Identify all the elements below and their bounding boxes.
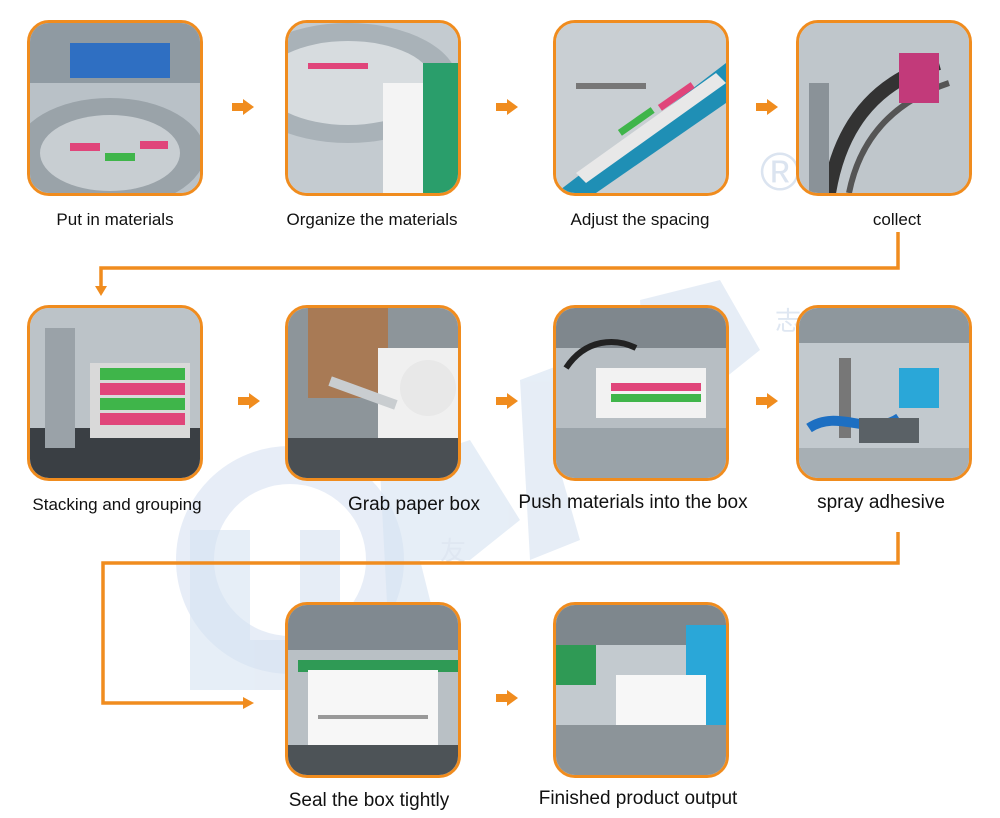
step-label: Put in materials [56,210,174,229]
flow-arrow-icon [756,99,778,115]
step-photo [553,20,729,196]
step-adjust-the-spacing: Adjust the spacing [553,20,729,229]
step-photo [27,305,203,481]
sorting-bowl-photo [288,23,458,193]
step-photo [553,602,729,778]
step-photo [796,305,972,481]
step-label: Finished product output [538,788,738,809]
box-pusher-photo [556,308,726,478]
box-sealer-photo [288,605,458,775]
step-push-materials-into-the-box: Push materials into the box [518,305,748,513]
box-grabber-photo [288,308,458,478]
step-stacking-and-grouping: Stacking and grouping [27,305,203,514]
step-photo [553,305,729,481]
stacking-photo [30,308,200,478]
watermark-char-1: 友 [440,537,466,567]
step-label: collect [872,210,922,229]
step-collect: collect [796,20,972,229]
step-label: Seal the box tightly [288,790,450,811]
flow-arrow-icon [238,393,260,409]
step-organize-the-materials: Organize the materials [285,20,461,229]
step-label: Organize the materials [286,210,458,229]
flow-arrow-icon [496,393,518,409]
step-put-in-materials: Put in materials [27,20,203,229]
step-grab-paper-box: Grab paper box [285,305,480,515]
flow-arrow-icon [496,690,518,706]
step-photo [796,20,972,196]
spacing-conveyor-photo [556,23,726,193]
step-finished-product-output: Finished product output [539,602,737,809]
step-spray-adhesive: spray adhesive [796,305,972,513]
flow-arrow-icon [496,99,518,115]
flow-arrow-icon [756,393,778,409]
adhesive-sprayer-photo [799,308,969,478]
flow-arrow-icon [232,99,254,115]
step-photo [285,20,461,196]
step-photo [285,305,461,481]
step-seal-the-box-tightly: Seal the box tightly [285,602,461,811]
step-label: Adjust the spacing [570,210,710,229]
step-label: spray adhesive [817,492,945,513]
step-photo [27,20,203,196]
product-output-photo [556,605,726,775]
machine-feeder-photo [30,23,200,193]
collecting-guide-photo [799,23,969,193]
step-label: Grab paper box [347,494,481,515]
step-photo [285,602,461,778]
step-label: Stacking and grouping [32,495,202,514]
step-label: Push materials into the box [518,492,748,513]
registered-mark: ® [760,142,800,202]
